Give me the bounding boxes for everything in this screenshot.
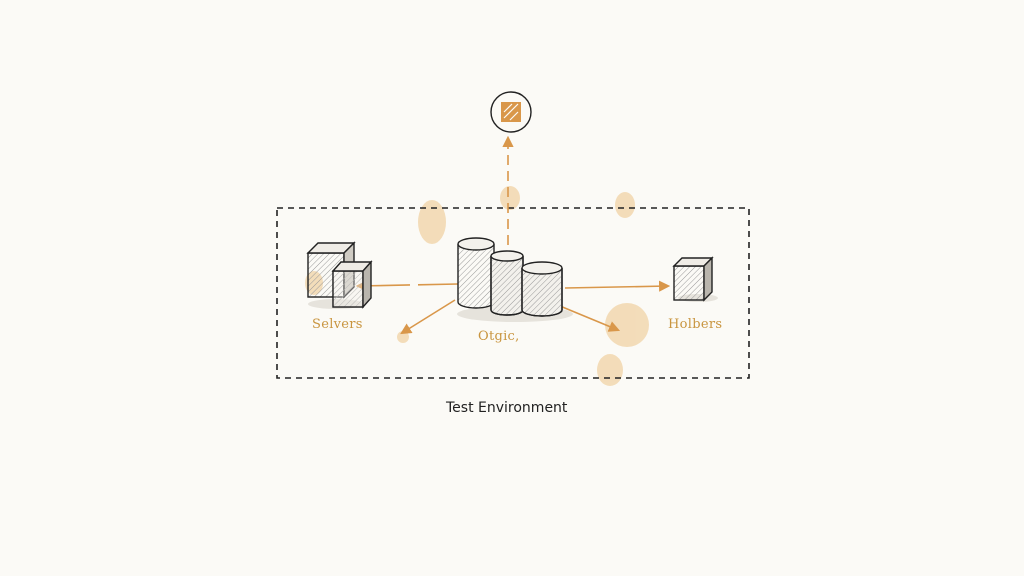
- accent-blob: [597, 354, 623, 386]
- database-stack-icon: [457, 237, 573, 322]
- accent-blob: [500, 186, 520, 210]
- arrow-to-servers: [355, 280, 459, 292]
- diagram-caption: Test Environment: [446, 400, 568, 416]
- arrow-down-right: [559, 305, 621, 332]
- accent-blob: [605, 303, 649, 347]
- arrow-to-holders: [564, 280, 671, 292]
- arrow-down-left: [400, 299, 456, 335]
- center-label: Otgic,: [478, 329, 520, 344]
- cube-icon: [672, 256, 718, 302]
- connectors: [355, 135, 671, 335]
- server-cubes-icon: [306, 241, 373, 309]
- external-target-icon: [490, 91, 532, 133]
- holders-label: Holbers: [668, 317, 723, 332]
- test-environment-boundary: [276, 207, 750, 379]
- accent-blob: [615, 192, 635, 218]
- accent-blob: [418, 200, 446, 244]
- servers-label: Selvers: [312, 317, 363, 332]
